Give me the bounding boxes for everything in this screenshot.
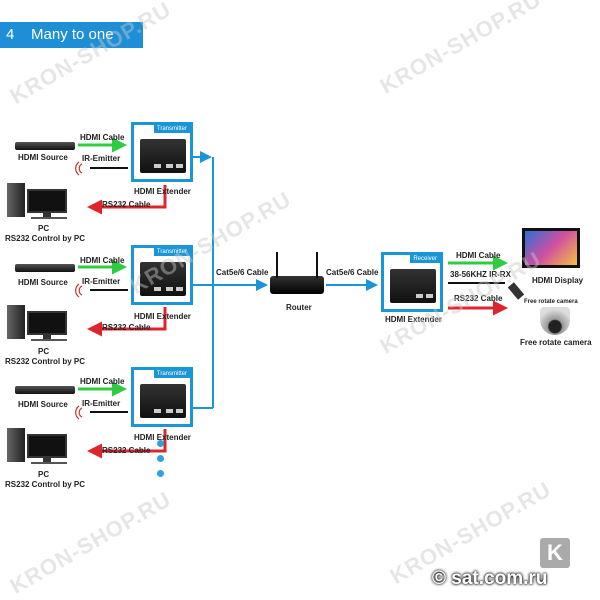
- router-icon: [270, 276, 324, 294]
- rs232-label-2: RS232 Cable: [102, 323, 151, 332]
- section-title: Many to one: [31, 26, 114, 43]
- camera-icon: [540, 307, 570, 335]
- pc-sub-label-1: RS232 Control by PC: [5, 234, 86, 243]
- transmitter-box-1: Transmitter: [131, 122, 193, 182]
- rs232-label-1: RS232 Cable: [102, 200, 151, 209]
- extender-device-icon: [140, 262, 186, 296]
- hdmi-display-icon: [522, 228, 580, 268]
- router-antenna-left: [276, 252, 278, 278]
- hdmi-source-label-3: HDMI Source: [18, 400, 68, 409]
- transmitter-tag-1: Transmitter: [153, 125, 190, 133]
- logo-text: © sat.com.ru: [432, 568, 548, 589]
- transmitter-box-3: Transmitter: [131, 367, 193, 427]
- transmitter-tag-2: Transmitter: [153, 248, 190, 256]
- router-antenna-right: [316, 252, 318, 278]
- extender-device-icon: [140, 139, 186, 173]
- pc-icon: [7, 428, 69, 466]
- logo-letter: K: [547, 540, 563, 565]
- pc-label-3: PC: [38, 470, 50, 479]
- hdmi-cable-label-1: HDMI Cable: [80, 133, 125, 142]
- hdmi-cable-label-2: HDMI Cable: [80, 256, 125, 265]
- more-dot: [157, 470, 164, 477]
- receiver-box: Receiver: [381, 252, 443, 312]
- pc-sub-label-3: RS232 Control by PC: [5, 480, 86, 489]
- router-label: Router: [286, 303, 312, 312]
- more-dot: [157, 440, 164, 447]
- receiver-ir-label: 38-56KHZ IR-RX: [450, 270, 511, 279]
- hdmi-source-device-3: [15, 386, 75, 394]
- ir-emitter-label-1: IR-Emitter: [82, 154, 121, 163]
- rs232-label-3: RS232 Cable: [102, 446, 151, 455]
- receiver-tag: Receiver: [410, 255, 440, 263]
- receiver-extender-label: HDMI Extender: [385, 315, 442, 324]
- hdmi-source-label-2: HDMI Source: [18, 278, 68, 287]
- ir-emitter-label-2: IR-Emitter: [82, 277, 121, 286]
- section-number: 4: [6, 26, 15, 43]
- hdmi-source-device-2: [15, 264, 75, 272]
- cat-cable-label-1: Cat5e/6 Cable: [216, 268, 269, 277]
- ir-emitter-label-3: IR-Emitter: [82, 399, 121, 408]
- hdmi-display-label: HDMI Display: [532, 276, 584, 285]
- camera-small-label: Free rotate camera: [524, 299, 578, 305]
- transmitter-tag-3: Transmitter: [153, 370, 190, 378]
- pc-icon: [7, 183, 69, 221]
- extender-device-icon: [390, 269, 436, 303]
- hdmi-cable-label-3: HDMI Cable: [80, 377, 125, 386]
- receiver-hdmi-cable-label: HDMI Cable: [456, 251, 501, 260]
- receiver-rs232-label: RS232 Cable: [454, 294, 503, 303]
- pc-label-1: PC: [38, 224, 50, 233]
- hdmi-extender-label-2: HDMI Extender: [134, 312, 191, 321]
- pc-icon: [7, 305, 69, 343]
- hdmi-source-label-1: HDMI Source: [18, 153, 68, 162]
- blue-bus: [193, 151, 378, 409]
- hdmi-extender-label-3: HDMI Extender: [134, 433, 191, 442]
- pc-label-2: PC: [38, 347, 50, 356]
- more-dot: [157, 455, 164, 462]
- hdmi-source-device-1: [15, 142, 75, 150]
- pc-sub-label-2: RS232 Control by PC: [5, 357, 86, 366]
- cat-cable-label-2: Cat5e/6 Cable: [326, 268, 379, 277]
- logo-k: K: [540, 538, 570, 568]
- hdmi-extender-label-1: HDMI Extender: [134, 187, 191, 196]
- camera-label: Free rotate camera: [520, 338, 592, 347]
- section-header: 4 Many to one: [0, 22, 143, 48]
- extender-device-icon: [140, 384, 186, 418]
- transmitter-box-2: Transmitter: [131, 245, 193, 305]
